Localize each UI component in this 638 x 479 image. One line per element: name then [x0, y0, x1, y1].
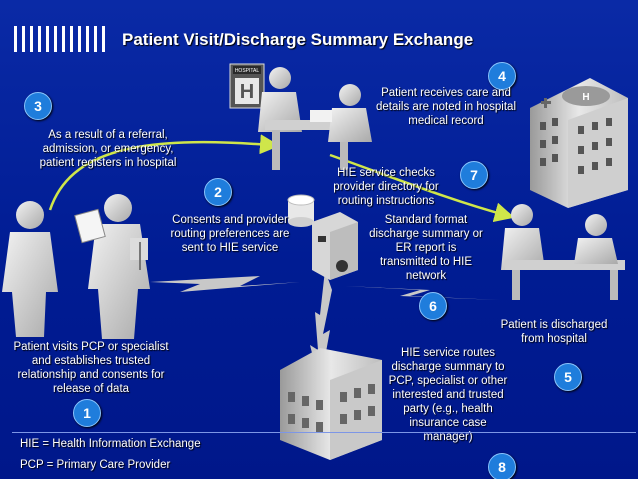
care-to-discharge-arrow [329, 153, 515, 223]
svg-text:H: H [240, 81, 254, 103]
lightning-consent [150, 276, 300, 292]
step-7-text: HIE service checks provider directory fo… [333, 167, 439, 207]
svg-text:HOSPITAL: HOSPITAL [235, 68, 260, 74]
step-8-text: HIE service routes discharge summary to … [388, 347, 508, 443]
step-badge-2: 2 [204, 178, 232, 206]
step-badge-1: 1 [73, 399, 101, 427]
step-badge-6: 6 [419, 292, 447, 320]
hospital-sign-icon: H HOSPITAL [229, 63, 265, 109]
hie-server-icon [312, 212, 358, 280]
discharge-figures [501, 204, 625, 300]
referral-arrow [48, 134, 280, 211]
step-badge-5: 5 [554, 363, 582, 391]
pcp-handshake-figures [2, 194, 150, 339]
database-icon [287, 194, 315, 227]
step-1-text: Patient visits PCP or specialist and est… [13, 341, 169, 395]
step-3-text: As a result of a referral, admission, or… [39, 129, 177, 169]
legend-pcp: PCP = Primary Care Provider [20, 459, 171, 471]
step-6-text: Standard format discharge summary or ER … [369, 214, 483, 282]
step-2-text: Consents and provider routing preference… [170, 214, 290, 254]
step-badge-8: 8 [488, 453, 516, 479]
step-4-text: Patient receives care and details are no… [375, 87, 516, 127]
svg-text:H: H [582, 92, 589, 103]
footer-divider [12, 432, 636, 433]
step-badge-4: 4 [488, 62, 516, 90]
legend-hie: HIE = Health Information Exchange [20, 438, 201, 450]
hospital-building-icon: H [530, 78, 628, 208]
step-5-text: Patient is discharged from hospital [500, 319, 608, 345]
hospital-care-figures [258, 67, 372, 170]
page-title: Patient Visit/Discharge Summary Exchange [122, 30, 474, 49]
step-badge-3: 3 [24, 92, 52, 120]
pcp-office-building-icon [280, 348, 382, 460]
step-badge-7: 7 [460, 161, 488, 189]
